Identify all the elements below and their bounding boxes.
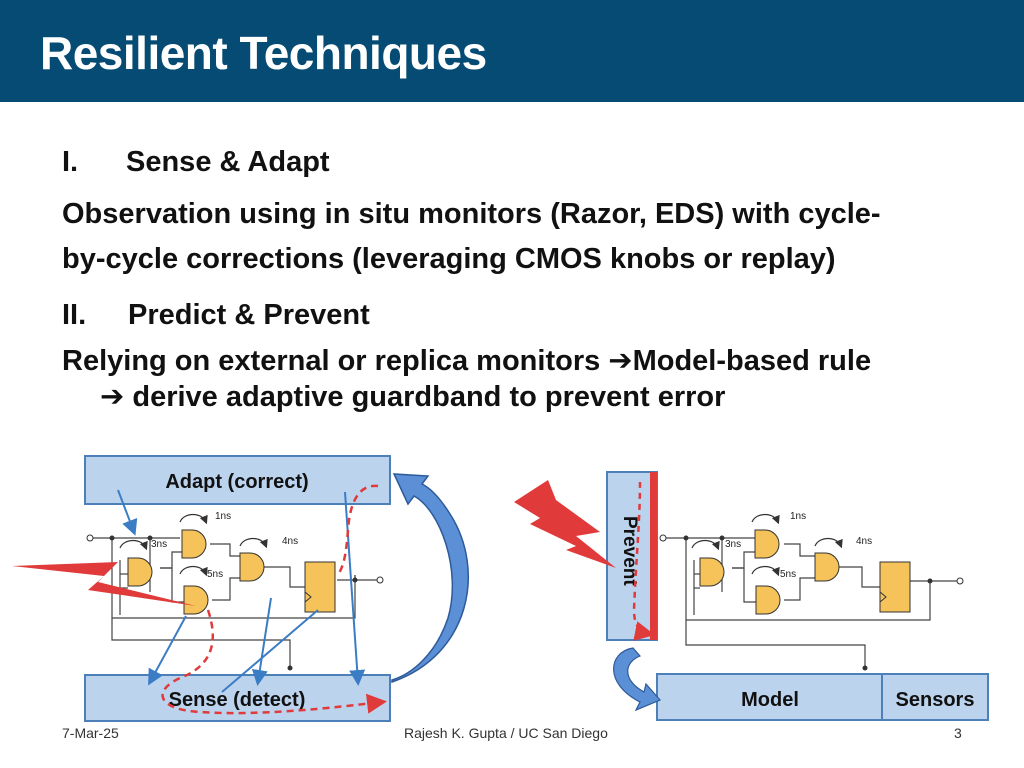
right-diagram: Prevent Model Sensors: [514, 471, 989, 721]
section2-numeral: II.: [62, 299, 87, 331]
section2-body-line1: Relying on external or replica monitors …: [62, 345, 872, 377]
left-strike-bolt: [12, 562, 196, 606]
section1-body-line2: by-cycle corrections (leveraging CMOS kn…: [62, 243, 836, 275]
right-delay-1ns: 1ns: [790, 511, 806, 522]
adapt-box: [84, 455, 391, 505]
footer-date: 7-Mar-25: [62, 725, 119, 741]
section1-body-line1: Observation using in situ monitors (Razo…: [62, 198, 881, 230]
footer-page-number: 3: [954, 725, 962, 741]
section1-heading: Sense & Adapt: [126, 146, 330, 178]
section2-body-line2: ➔ derive adaptive guardband to prevent e…: [100, 381, 726, 413]
left-delay-3ns: 3ns: [151, 539, 167, 550]
prevent-to-model-arrow: [613, 647, 662, 712]
resilience-diagram: Adapt (correct) Sense (detect): [12, 455, 989, 722]
sense-label: Sense (detect): [169, 689, 306, 711]
right-delay-3ns: 3ns: [725, 539, 741, 550]
title-bar: Resilient Techniques: [0, 0, 1024, 102]
section2-heading: Predict & Prevent: [128, 299, 370, 331]
left-delay-4ns: 4ns: [282, 536, 298, 547]
right-delay-4ns: 4ns: [856, 536, 872, 547]
sense-box: [84, 674, 391, 722]
model-box: [656, 673, 883, 721]
prevent-label: Prevent: [619, 516, 640, 586]
sensors-label: Sensors: [896, 689, 975, 711]
error-path-dashed: [161, 484, 382, 713]
footer-author: Rajesh K. Gupta / UC San Diego: [404, 725, 608, 741]
left-delay-5ns: 5ns: [207, 569, 223, 580]
left-delay-1ns: 1ns: [215, 511, 231, 522]
left-diagram: Adapt (correct) Sense (detect): [12, 455, 469, 722]
right-strike-bolt: [514, 480, 616, 568]
section1-numeral: I.: [62, 146, 79, 178]
model-label: Model: [741, 689, 799, 711]
right-circuit-wires: [663, 537, 960, 668]
right-delay-5ns: 5ns: [780, 569, 796, 580]
adapt-loop-arrow: [391, 473, 469, 684]
prevent-box: [606, 471, 658, 641]
slide-title: Resilient Techniques: [40, 27, 487, 79]
sensors-box: [881, 673, 989, 721]
adapt-label: Adapt (correct): [165, 471, 308, 493]
